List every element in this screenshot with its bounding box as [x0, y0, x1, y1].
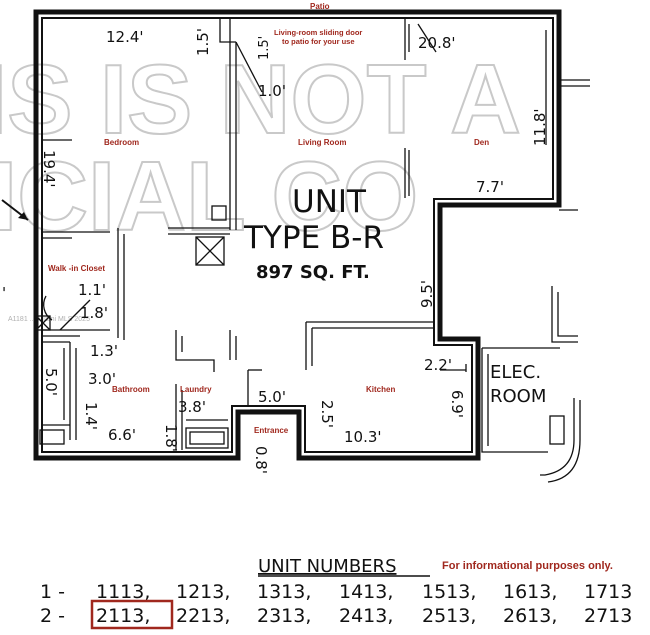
unit-area: 897 SQ. FT.	[256, 262, 370, 283]
unit-numbers-heading: UNIT NUMBERS	[258, 556, 397, 577]
label-sliding-door-2: to patio for your use	[282, 37, 355, 46]
dim-1-4: 1.4'	[82, 402, 100, 430]
row-2-unit: 2413,	[339, 605, 393, 627]
dim-1-1: 1.1'	[78, 281, 106, 299]
dim-2-5: 2.5'	[318, 400, 336, 428]
label-sliding-door-1: Living-room sliding door	[274, 28, 362, 37]
room-labels: Patio Living-room sliding door to patio …	[48, 2, 489, 435]
dim-10-3: 10.3'	[344, 428, 382, 446]
row-1-unit: 1613,	[503, 581, 557, 603]
label-kitchen: Kitchen	[366, 385, 395, 394]
highlight-box	[90, 599, 174, 630]
row-1-unit: 1313,	[257, 581, 311, 603]
row-2-unit: 2313,	[257, 605, 311, 627]
dim-3-8: 3.8'	[178, 398, 206, 416]
row-2-unit: 2513,	[422, 605, 476, 627]
dim-19-4: 19.4'	[40, 150, 58, 188]
dim-1-8-b: 1.8'	[162, 424, 180, 452]
dim-7-7: 7.7'	[476, 178, 504, 196]
dimensions: 12.4' 1.5' 1.5' 1.0' 20.8' 11.8' 19.4' 7…	[2, 28, 549, 474]
dim-9-5: 9.5'	[418, 280, 436, 308]
dim-1-5-a: 1.5'	[194, 28, 212, 56]
elec-room-label: ELEC. ROOM	[490, 362, 546, 407]
elec-room-line-2: ROOM	[490, 386, 546, 407]
dim-1-0: 1.0'	[258, 82, 286, 100]
unit-numbers: UNIT NUMBERS For informational purposes …	[40, 556, 632, 630]
unit-numbers-note: For informational purposes only.	[442, 560, 613, 572]
elec-room-line-1: ELEC.	[490, 362, 541, 383]
dim-3-0: 3.0'	[88, 370, 116, 388]
dim-20-8: 20.8'	[418, 34, 456, 52]
label-patio: Patio	[310, 2, 330, 11]
row-2-unit: 2613,	[503, 605, 557, 627]
dim-1-8-a: 1.8'	[80, 304, 108, 322]
row-2-unit-highlighted: 2113,	[96, 605, 150, 627]
unit-title-1: UNIT	[292, 184, 367, 220]
row-1-unit: 1213,	[176, 581, 230, 603]
dim-2-2: 2.2'	[424, 356, 452, 374]
row-2-unit: 2213,	[176, 605, 230, 627]
dim-0-8: 0.8'	[252, 446, 270, 474]
label-den: Den	[474, 138, 489, 147]
row-1-unit: 1713	[584, 581, 632, 603]
exterior-walls	[33, 9, 562, 461]
watermark-line-2: ICIAL CO	[0, 141, 418, 251]
dim-6-9: 6.9'	[448, 390, 466, 418]
row-2-unit: 2713	[584, 605, 632, 627]
row-1-unit: 1113,	[96, 581, 150, 603]
unit-title-2: TYPE B-R	[243, 220, 384, 256]
dim-5-0-a: 5.0'	[42, 368, 60, 396]
watermark-small: A1181 ... Miami MLS 2025	[8, 316, 90, 323]
row-2-prefix: 2 -	[40, 605, 65, 627]
dim-1-3: 1.3'	[90, 342, 118, 360]
dim-11-8: 11.8'	[531, 108, 549, 146]
interior-walls	[1, 18, 590, 483]
unit-title: UNIT TYPE B-R 897 SQ. FT.	[243, 184, 384, 283]
row-1-unit: 1413,	[339, 581, 393, 603]
dim-5-0-b: 5.0'	[258, 388, 286, 406]
dim-1-5-b: 1.5'	[257, 36, 272, 60]
dim-12-4: 12.4'	[106, 28, 144, 46]
dim-edge-quote: '	[2, 284, 6, 302]
row-1-prefix: 1 -	[40, 581, 65, 603]
label-bathroom: Bathroom	[112, 385, 150, 394]
watermark: IS IS NOT A ICIAL CO A1181 ... Miami MLS…	[0, 43, 522, 323]
watermark-line-1: IS IS NOT A	[0, 44, 521, 154]
label-laundry: Laundry	[180, 385, 212, 394]
label-living-room: Living Room	[298, 138, 346, 147]
row-1-unit: 1513,	[422, 581, 476, 603]
label-walk-in-closet: Walk -in Closet	[48, 264, 105, 273]
label-entrance: Entrance	[254, 426, 289, 435]
dim-6-6: 6.6'	[108, 426, 136, 444]
label-bedroom: Bedroom	[104, 138, 139, 147]
